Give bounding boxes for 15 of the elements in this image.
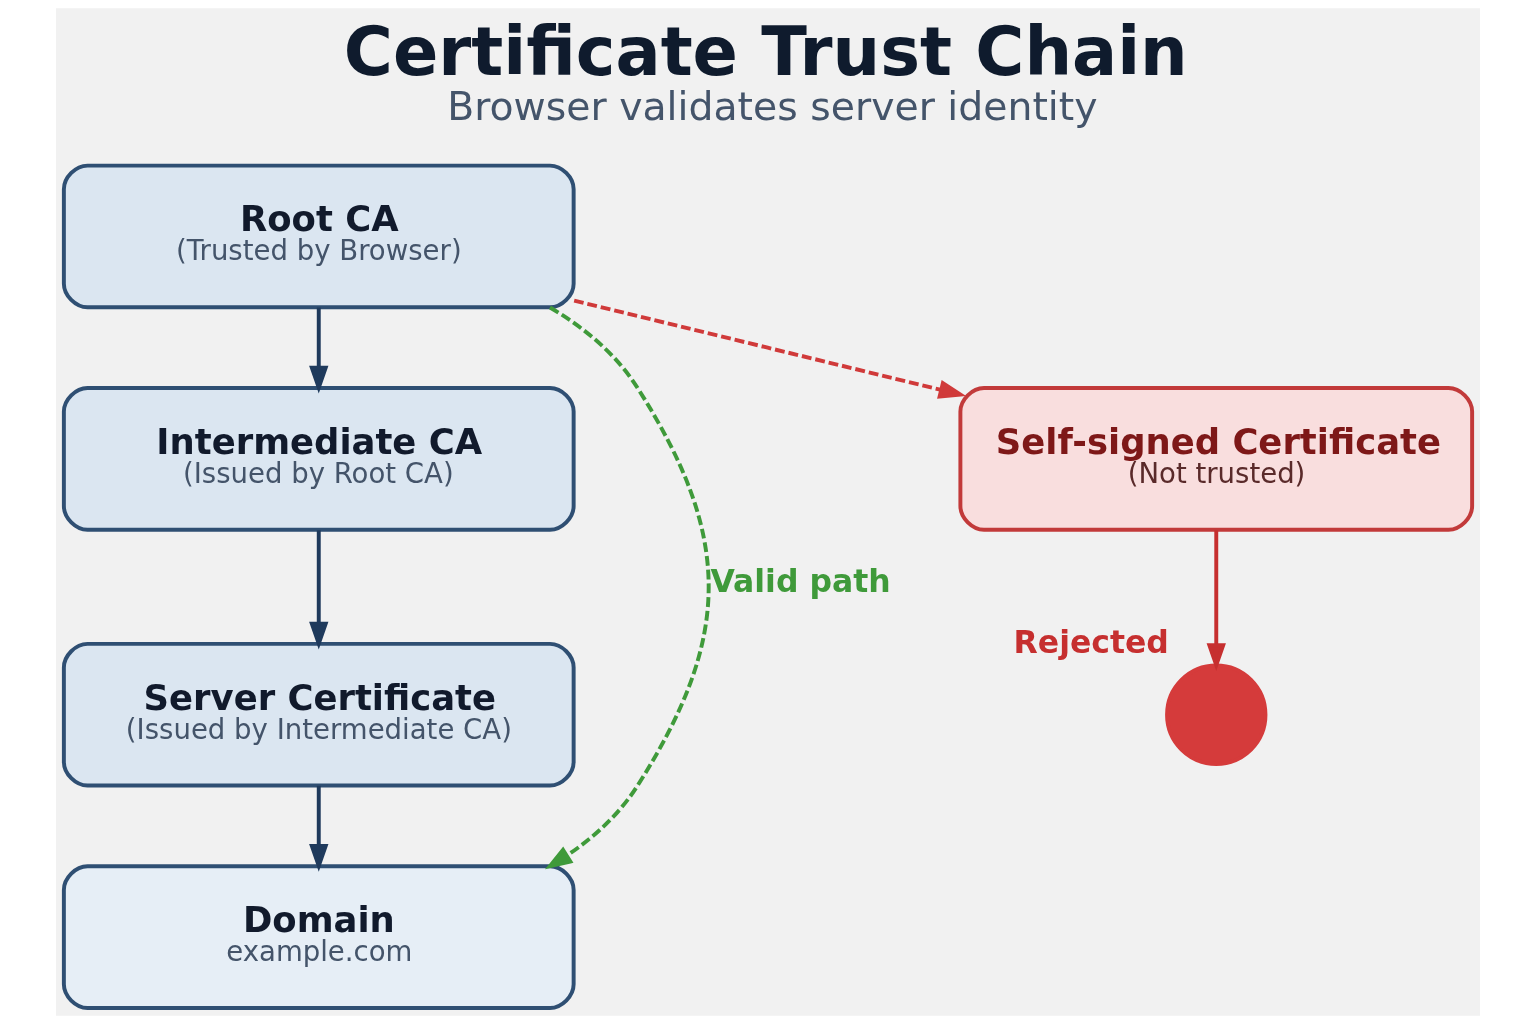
node-box: Root CA (Trusted by Browser) — [61, 163, 576, 310]
node-box: Server Certificate (Issued by Intermediate CA) — [61, 641, 576, 788]
node-box: Intermediate CA (Issued by Root CA) — [61, 386, 576, 532]
node-box: Domain example.com — [61, 864, 576, 1010]
caption: Browser validates server identity — [447, 83, 1098, 130]
arrow — [309, 307, 329, 394]
edge-label: Valid path — [710, 563, 891, 600]
arrow — [309, 785, 329, 872]
node-box: Self-signed Certificate (Not trusted) — [958, 386, 1475, 532]
arrow — [309, 530, 329, 650]
arrow — [544, 305, 711, 870]
node-circle — [1165, 663, 1268, 766]
arrow — [1206, 530, 1226, 671]
node-label: Rejected — [1013, 624, 1169, 661]
arrow — [573, 298, 967, 399]
